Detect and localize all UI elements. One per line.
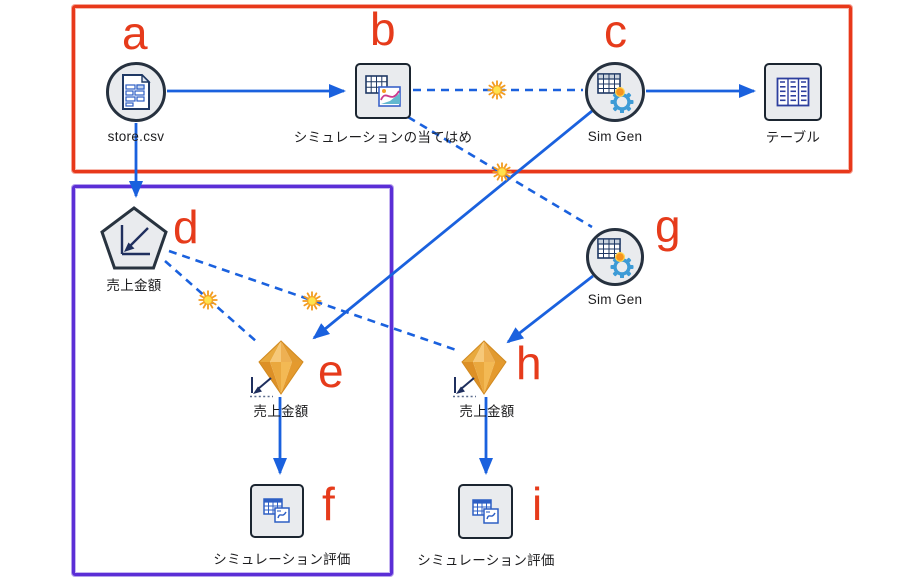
edge-d-h-dashed	[168, 249, 460, 353]
node-d-label: 売上金額	[106, 278, 162, 293]
csv-file-icon	[122, 74, 151, 110]
node-a-label: store.csv	[107, 129, 165, 144]
annotation-letter-b: b	[370, 3, 396, 55]
sim-gen-icon	[597, 73, 634, 113]
annotation-letter-h: h	[516, 337, 542, 389]
node-d-graph[interactable]	[100, 206, 168, 275]
burst-icon	[302, 291, 322, 311]
node-b-label: シミュレーションの当てはめ	[293, 130, 473, 145]
node-h-simulation-gem[interactable]	[453, 338, 510, 401]
node-e-simulation-gem[interactable]	[250, 338, 307, 401]
simulation-evaluation-icon	[263, 498, 290, 523]
annotation-letter-d: d	[173, 201, 199, 253]
annotation-letter-g: g	[655, 200, 681, 252]
annotation-letter-e: e	[318, 345, 344, 397]
node-c-label: Sim Gen	[587, 129, 643, 144]
node-i-sim-evaluation[interactable]	[458, 484, 513, 539]
node-a-store-csv[interactable]	[106, 62, 166, 122]
mini-axes-icon	[453, 377, 476, 398]
simulation-fitting-icon	[365, 75, 401, 107]
annotation-letter-i: i	[532, 478, 543, 530]
annotation-letter-a: a	[122, 7, 148, 59]
edge-b-g-dashed	[407, 115, 593, 229]
node-i-label: シミュレーション評価	[417, 553, 555, 568]
edge-g-h	[506, 274, 594, 344]
annotation-letter-c: c	[604, 5, 627, 57]
annotation-letter-f: f	[322, 478, 335, 530]
gem-icon	[461, 340, 507, 395]
burst-icon	[487, 80, 507, 100]
node-g-sim-gen[interactable]	[586, 228, 644, 286]
group-box-purple	[72, 185, 393, 576]
group-box-red	[72, 5, 852, 173]
table-icon	[776, 77, 810, 107]
node-table[interactable]	[764, 63, 822, 121]
node-e-label: 売上金額	[253, 404, 309, 419]
node-f-sim-evaluation[interactable]	[250, 484, 304, 538]
simulation-evaluation-icon	[471, 498, 499, 524]
mini-axes-icon	[250, 377, 273, 398]
sim-gen-icon	[597, 238, 634, 278]
node-g-label: Sim Gen	[587, 292, 643, 307]
node-b-sim-fitting[interactable]	[355, 63, 411, 119]
node-f-label: シミュレーション評価	[213, 552, 351, 567]
edge-c-e	[312, 109, 593, 340]
node-c-sim-gen[interactable]	[585, 62, 645, 122]
node-table-label: テーブル	[765, 130, 821, 145]
node-h-label: 売上金額	[459, 404, 515, 419]
pentagon-plot-icon	[100, 206, 168, 270]
